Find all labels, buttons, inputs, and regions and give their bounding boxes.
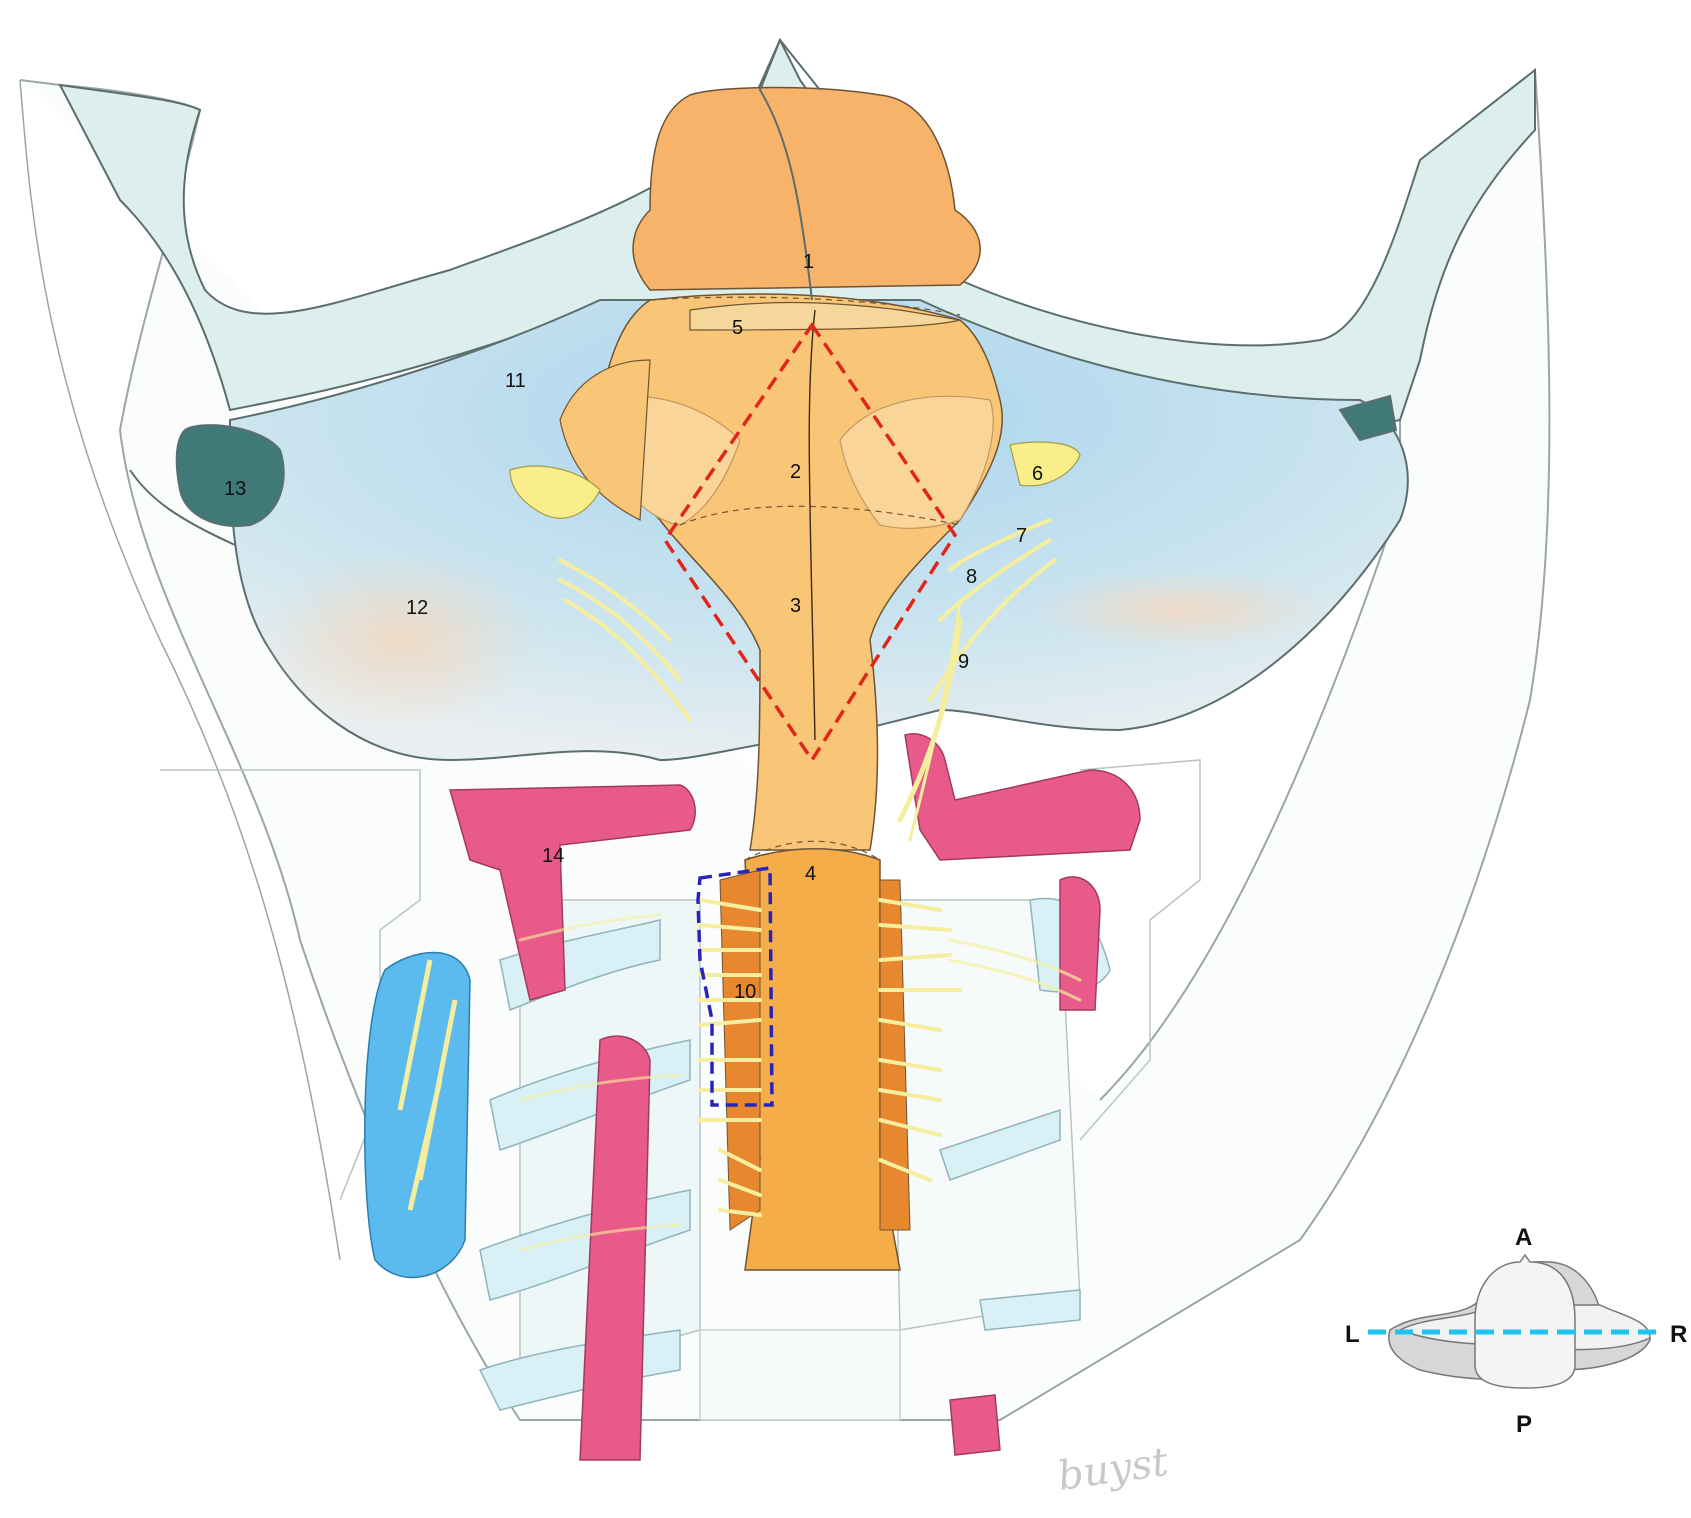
orientation-inset: A P L R: [1345, 1224, 1687, 1438]
label-2: 2: [790, 461, 801, 483]
label-9: 9: [958, 651, 969, 673]
label-11: 11: [505, 370, 526, 392]
orientation-right: R: [1670, 1321, 1687, 1348]
label-12: 12: [406, 597, 428, 619]
spinal-cord: [720, 841, 910, 1270]
orientation-left: L: [1345, 1321, 1360, 1348]
jugular-vein: [365, 953, 470, 1278]
artist-signature: buyst: [1055, 1439, 1172, 1500]
orientation-anterior: A: [1515, 1224, 1532, 1251]
label-7: 7: [1016, 525, 1027, 547]
label-8: 8: [966, 566, 977, 588]
label-5: 5: [732, 317, 743, 339]
label-1: 1: [803, 251, 814, 273]
label-13: 13: [224, 478, 246, 500]
orientation-posterior: P: [1516, 1411, 1532, 1438]
label-4: 4: [805, 863, 816, 885]
transverse-sinus-left: [177, 425, 284, 526]
label-10: 10: [734, 981, 756, 1003]
label-3: 3: [790, 595, 801, 617]
label-6: 6: [1032, 463, 1043, 485]
label-14: 14: [542, 845, 564, 867]
